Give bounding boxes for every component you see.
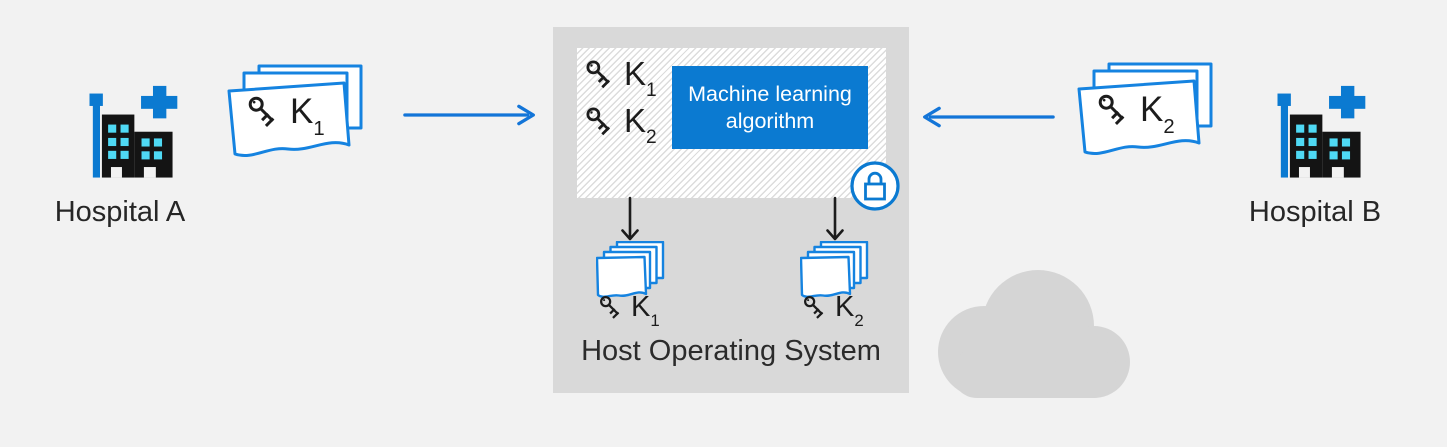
output-key-2: K2	[802, 291, 864, 330]
hospital-a-icon	[79, 84, 184, 189]
machine-learning-algorithm-box: Machine learning algorithm	[672, 66, 868, 149]
secure-enclave: K1 K2 Machine learning algorithm	[577, 48, 886, 198]
key-icon	[1096, 92, 1132, 128]
lock-icon	[849, 160, 901, 212]
key-icon	[246, 94, 282, 130]
arrow-b-to-host	[916, 103, 1056, 131]
ml-label-line2: algorithm	[725, 108, 815, 133]
dataset-b-key-tag: K2	[1096, 90, 1175, 138]
encrypted-dataset-b: K2	[1074, 62, 1216, 158]
hospital-b-label: Hospital B	[1248, 196, 1382, 228]
enclave-key-1: K1	[584, 55, 657, 102]
hospital-b-icon	[1267, 84, 1372, 189]
encrypted-dataset-a: K1	[224, 64, 366, 160]
key-label-k2: K2	[835, 291, 864, 330]
ml-label-line1: Machine learning	[688, 81, 852, 106]
key-label-k1: K1	[631, 291, 660, 330]
key-label-k2: K2	[624, 102, 657, 149]
key-label-k2: K2	[1140, 90, 1175, 138]
cloud-icon	[934, 266, 1136, 398]
hospital-a-label: Hospital A	[54, 196, 186, 228]
key-label-k1: K1	[624, 55, 657, 102]
key-icon	[802, 294, 829, 321]
key-icon	[598, 294, 625, 321]
key-icon	[584, 105, 617, 138]
host-operating-system-box: K1 K2 Machine learning algorithm K1 K2	[553, 27, 909, 393]
arrow-a-to-host	[402, 101, 542, 129]
enclave-key-2: K2	[584, 102, 657, 149]
arrow-down-k2	[825, 196, 845, 244]
key-label-k1: K1	[290, 92, 325, 140]
key-icon	[584, 58, 617, 91]
dataset-a-key-tag: K1	[246, 92, 325, 140]
host-os-label: Host Operating System	[581, 335, 881, 367]
output-key-1: K1	[598, 291, 660, 330]
arrow-down-k1	[620, 196, 640, 244]
